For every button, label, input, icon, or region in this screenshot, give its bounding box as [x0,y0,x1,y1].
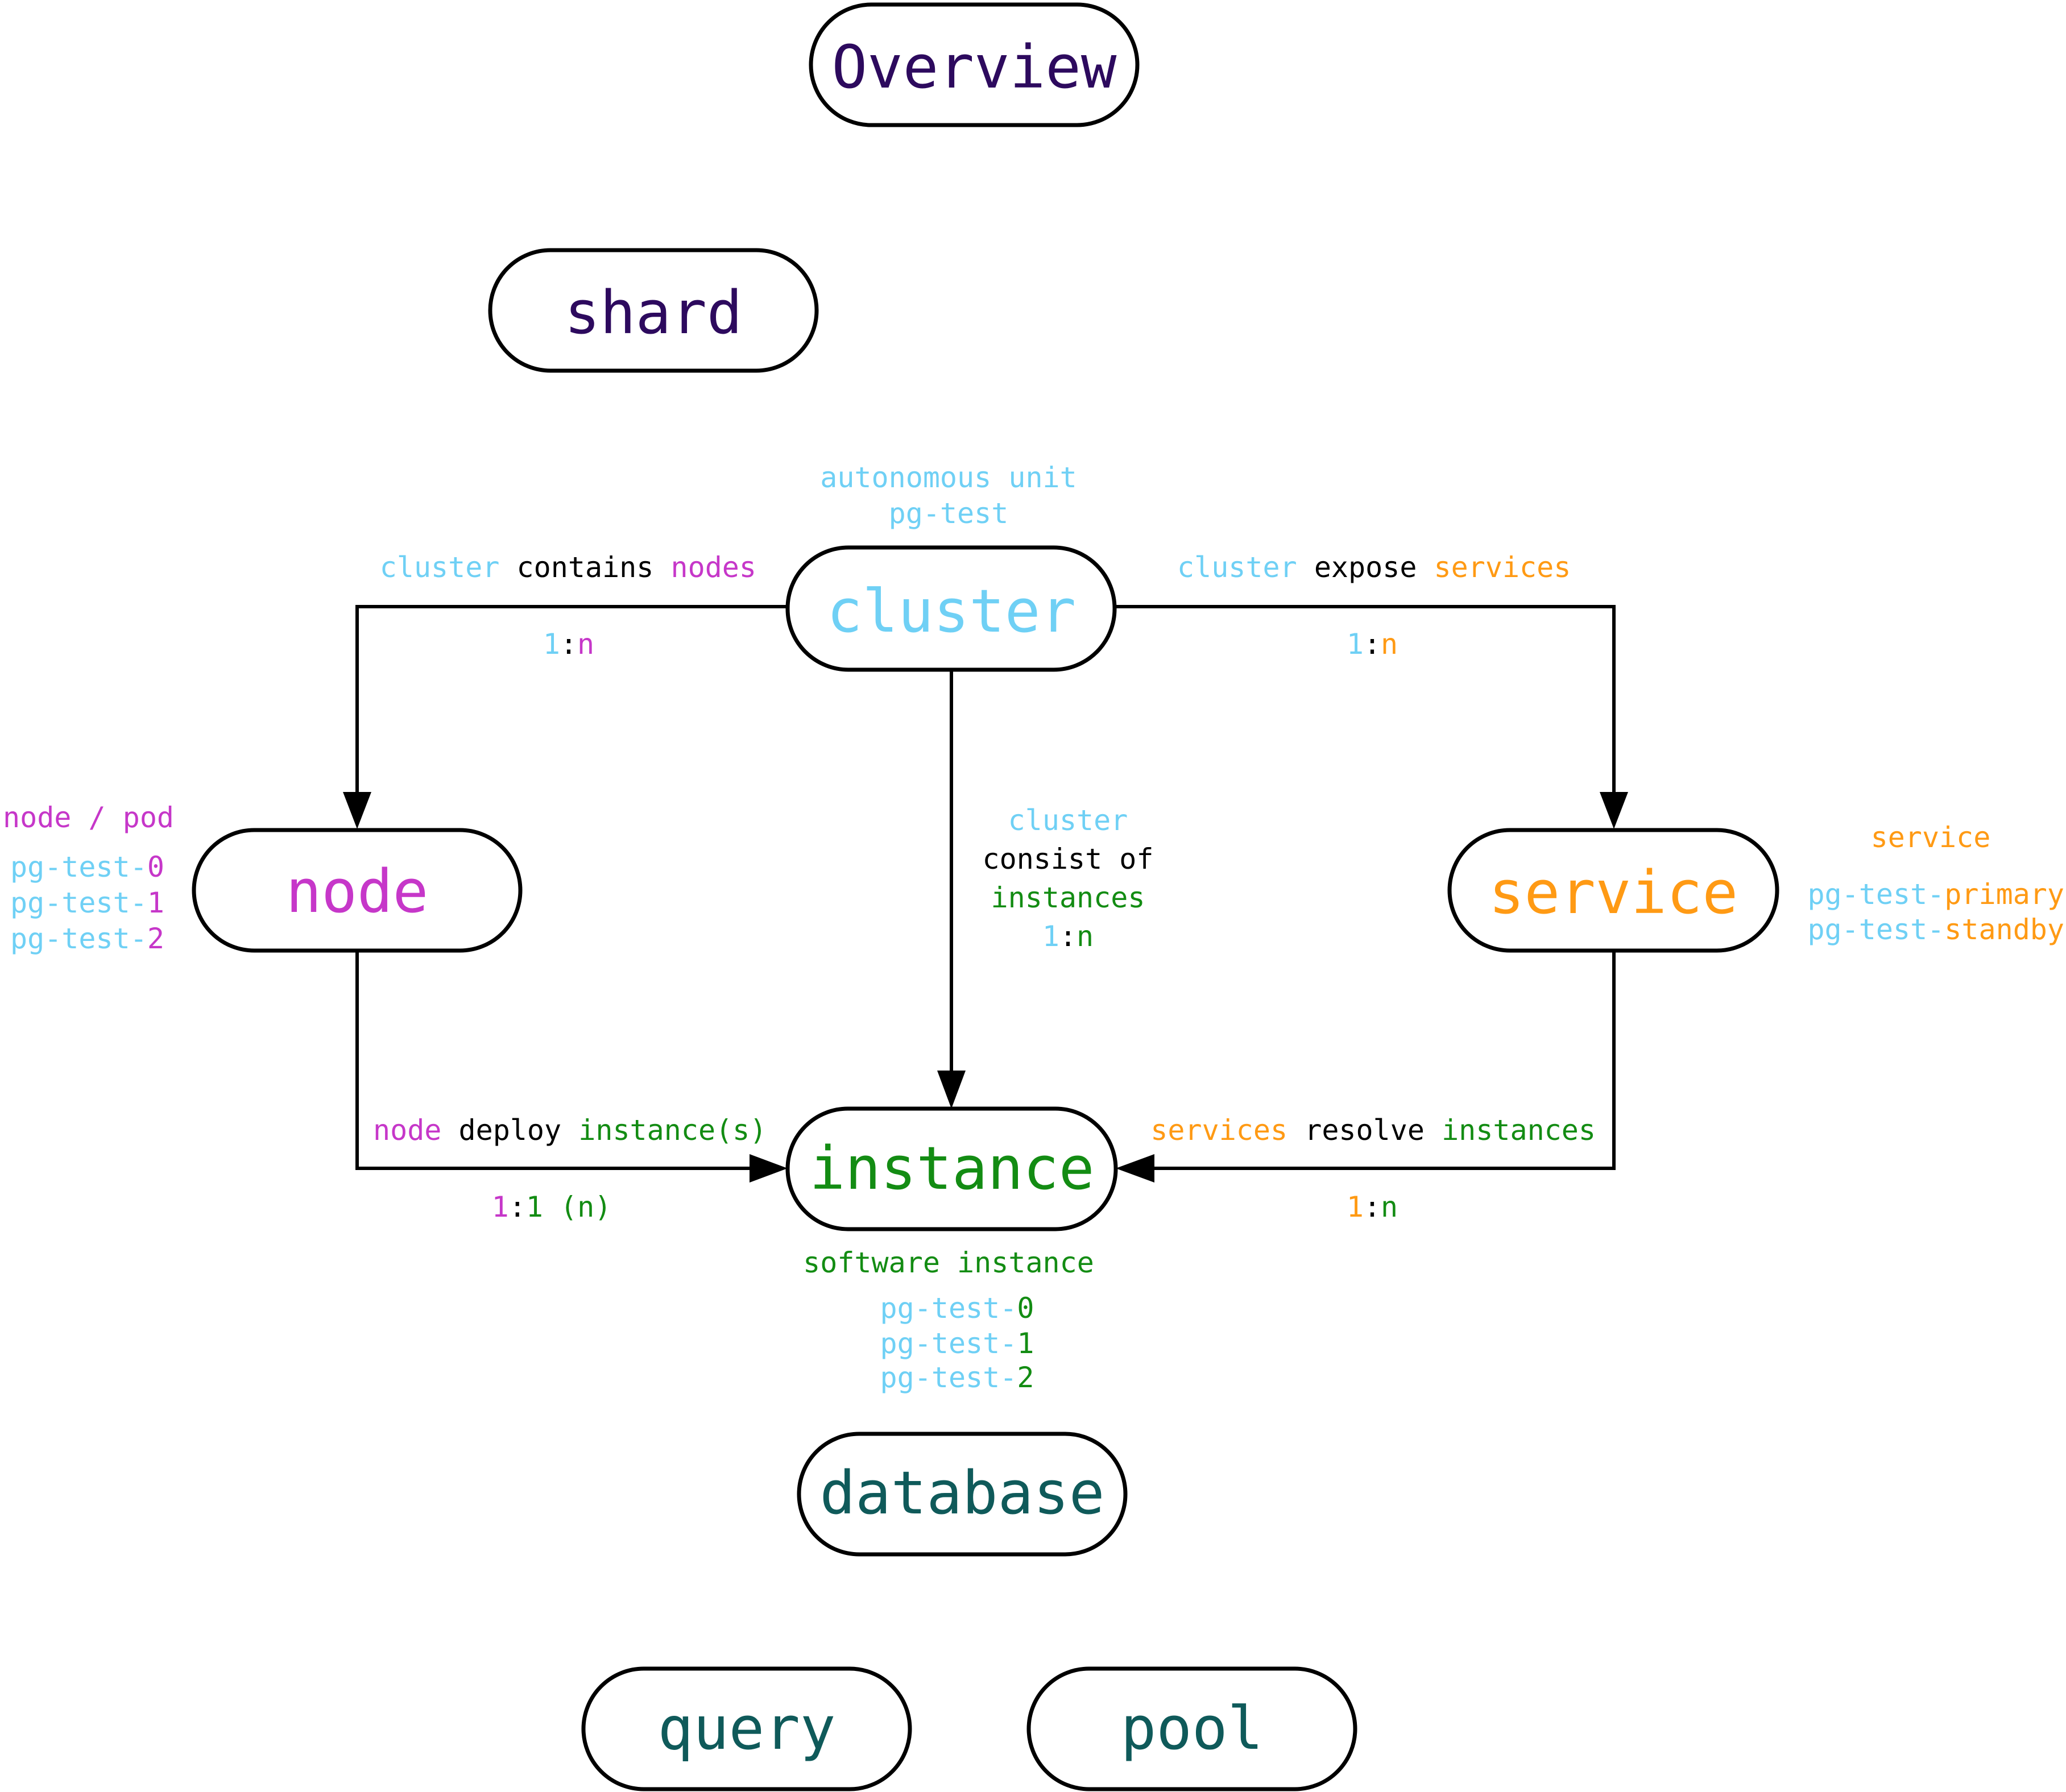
cluster-note: autonomous unit pg-test [820,461,1077,530]
node-cluster[interactable]: cluster [785,545,1117,672]
edge-cluster-instance-line3: instances [991,881,1145,914]
instance-note: software instance pg-test-0 pg-test-1 pg… [803,1246,1094,1394]
edge-service-instance-ratio: 1:n [1347,1190,1398,1223]
node-instance[interactable]: instance [785,1106,1118,1231]
edge-cluster-node-ratio: 1:n [543,628,594,661]
arrowhead-instance-left [750,1154,788,1183]
edge-cluster-instance-labels: cluster consist of instances 1:n [982,804,1153,953]
node-query-label: query [657,1694,835,1763]
edge-cluster-node-caption: cluster contains nodes [380,551,756,584]
node-pool-label: pool [1121,1694,1263,1763]
node-service[interactable]: service [1447,828,1779,953]
node-note-item: pg-test-0 [10,851,164,883]
edge-cluster-service-ratio: 1:n [1347,628,1398,661]
node-note-item: pg-test-1 [10,886,164,919]
service-note-item: pg-test-primary [1807,878,2064,911]
node-note-item: pg-test-2 [10,922,164,955]
service-note: service pg-test-primary pg-test-standby [1807,821,2064,946]
cluster-note-line1: autonomous unit [820,461,1077,494]
edge-cluster-instance-ratio: 1:n [1042,920,1094,953]
arrowhead-instance-top [937,1071,966,1109]
instance-note-item: pg-test-1 [880,1327,1034,1360]
edge-node-to-instance [355,952,751,1170]
edges [343,605,1628,1183]
arrowhead-node [343,792,371,829]
edge-service-to-instance [1153,952,1616,1170]
node-note: node / pod pg-test-0 pg-test-1 pg-test-2 [3,801,174,955]
node-overview-label: Overview [832,32,1117,102]
node-database-label: database [820,1458,1105,1528]
edge-cluster-instance-line2: consist of [982,843,1153,876]
node-shard-label: shard [564,278,742,347]
node-pool[interactable]: pool [1026,1666,1357,1791]
edge-service-instance-labels: services resolve instances 1:n [1150,1114,1596,1223]
node-overview[interactable]: Overview [809,2,1140,127]
node-instance-label: instance [810,1134,1095,1203]
edge-service-instance-caption: services resolve instances [1150,1114,1596,1147]
node-database[interactable]: database [797,1432,1128,1557]
edge-node-instance-caption: node deploy instance(s) [373,1114,767,1147]
edge-cluster-node-labels: cluster contains nodes 1:n [380,551,756,661]
instance-note-title: software instance [803,1246,1094,1279]
cluster-note-line2: pg-test [889,497,1009,530]
edge-cluster-to-service [1115,605,1616,793]
service-note-item: pg-test-standby [1807,913,2064,946]
edge-node-instance-ratio: 1:1 (n) [492,1190,612,1223]
node-query[interactable]: query [581,1666,912,1791]
edge-cluster-service-caption: cluster expose services [1177,551,1571,584]
edge-cluster-instance-line1: cluster [1008,804,1128,837]
node-note-title: node / pod [3,801,174,834]
instance-note-item: pg-test-0 [880,1292,1034,1325]
node-node-label: node [286,857,428,926]
node-shard[interactable]: shard [488,248,819,373]
node-service-label: service [1489,858,1738,927]
arrowhead-service [1600,792,1628,829]
service-note-title: service [1871,821,1991,854]
arrowhead-instance-right [1116,1154,1154,1183]
edge-cluster-service-labels: cluster expose services 1:n [1177,551,1571,661]
edge-node-instance-labels: node deploy instance(s) 1:1 (n) [373,1114,767,1223]
edge-cluster-to-node [355,605,788,793]
node-cluster-label: cluster [827,576,1076,646]
instance-note-item: pg-test-2 [880,1361,1034,1394]
node-node[interactable]: node [192,828,523,953]
